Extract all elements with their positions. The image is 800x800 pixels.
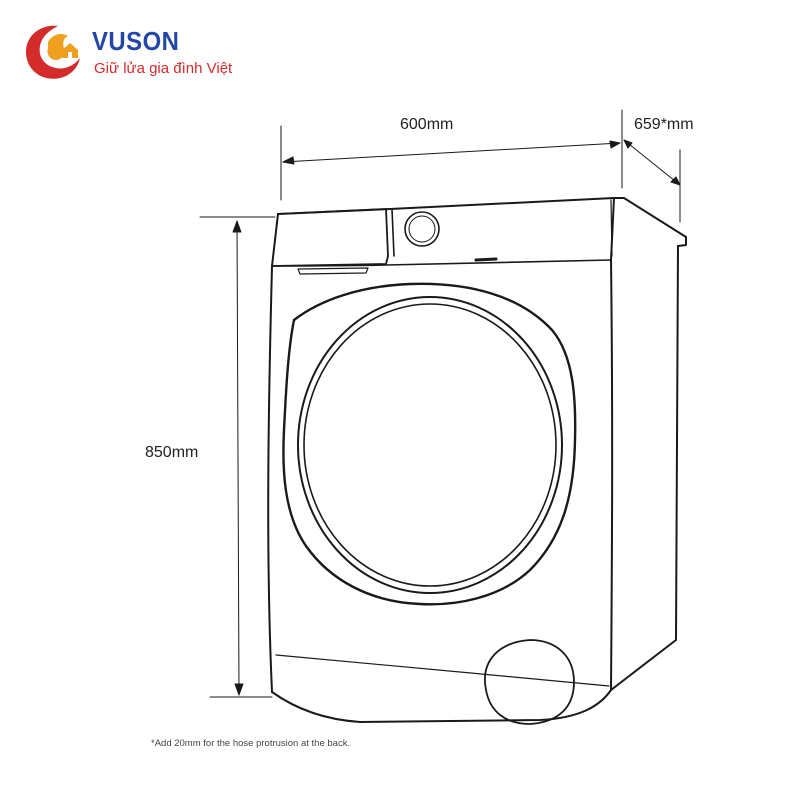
depth-label: 659*mm [634,116,694,133]
washer-door [282,282,577,606]
width-label: 600mm [400,116,453,133]
vuson-logo-icon [26,25,80,79]
control-panel [271,199,613,275]
brand-name: VUSON [92,26,180,56]
filter-cover [484,639,575,725]
brand-slogan: Giữ lửa gia đình Việt [94,60,233,77]
depth-dimension [623,139,681,223]
washer-body [267,197,687,723]
footnote: *Add 20mm for the hose protrusion at the… [151,738,350,749]
height-dimension [199,216,276,698]
height-label: 850mm [145,444,198,461]
width-dimension [280,109,623,201]
brand-logo[interactable]: VUSON Giữ lửa gia đình Việt [18,20,258,86]
